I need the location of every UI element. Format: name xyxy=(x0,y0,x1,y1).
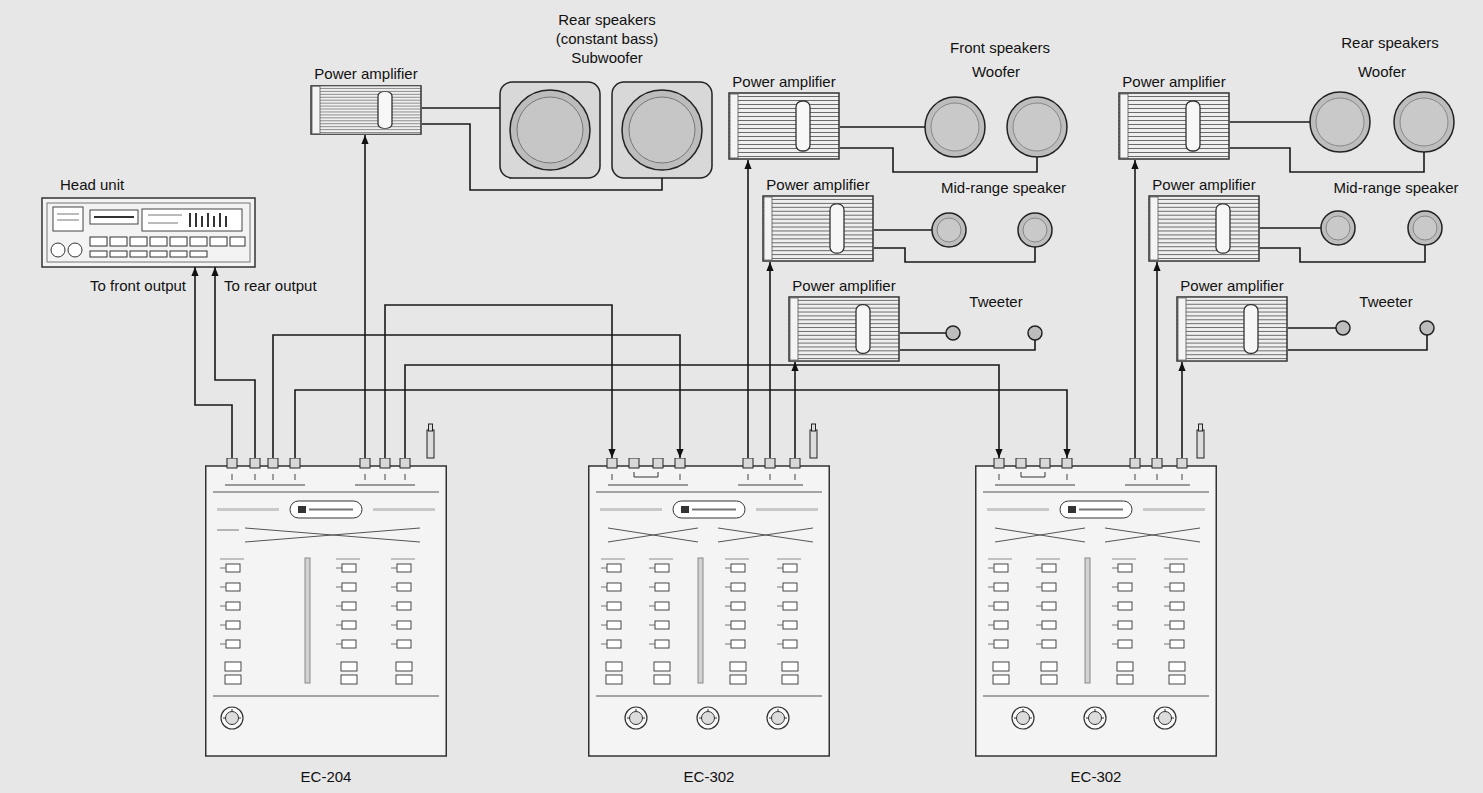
equalizer-unit: EC-302 xyxy=(588,458,830,786)
power-amplifier-drawings xyxy=(311,86,1287,361)
speaker-wire xyxy=(1288,327,1336,329)
node-label: Woofer xyxy=(972,62,1020,81)
power-amplifier: Power amplifier xyxy=(788,276,900,362)
power-amplifier: Power amplifier xyxy=(310,64,422,135)
signal-cable xyxy=(385,305,612,458)
signal-cable xyxy=(769,262,771,458)
head-unit-drawing xyxy=(42,198,255,267)
power-amplifier: Power amplifier xyxy=(728,72,840,160)
speaker-wire xyxy=(1230,121,1310,123)
node-label: Power amplifier xyxy=(1122,72,1225,91)
node-label: Power amplifier xyxy=(1180,276,1283,295)
signal-cable xyxy=(1134,160,1136,458)
speaker-wire xyxy=(1260,227,1321,229)
node-label: Power amplifier xyxy=(1152,175,1255,194)
woofer-pair: Woofer xyxy=(1310,62,1454,154)
equalizer-unit: EC-302 xyxy=(975,458,1217,786)
equalizer-unit: EC-204 xyxy=(205,458,447,786)
signal-cable xyxy=(273,335,680,458)
signal-cable xyxy=(215,267,255,458)
equalizer-panels xyxy=(206,424,1217,756)
subwoofer-pair: Rear speakers (constant bass)Subwoofer xyxy=(500,10,714,178)
signal-cable xyxy=(295,390,1067,458)
signal-cable xyxy=(1156,262,1158,458)
annotation-label: Rear speakers xyxy=(1320,33,1460,52)
annotation-label: To front output xyxy=(50,276,186,295)
woofer-pair: Woofer xyxy=(925,62,1067,157)
node-label: Head unit xyxy=(60,175,124,194)
mid-range-pair: Mid-range speaker xyxy=(1321,178,1471,247)
node-label: Subwoofer xyxy=(571,48,643,67)
power-amplifier: Power amplifier xyxy=(1148,175,1260,262)
node-label: EC-302 xyxy=(684,767,735,786)
node-label: Power amplifier xyxy=(732,72,835,91)
tweeter-pair: Tweeter xyxy=(1336,292,1436,336)
signal-cable xyxy=(195,267,232,458)
annotation-label: To rear output xyxy=(224,276,354,295)
power-amplifier: Power amplifier xyxy=(1118,72,1230,160)
power-amplifier: Power amplifier xyxy=(1176,276,1288,362)
signal-cable xyxy=(794,362,796,458)
speaker-wire xyxy=(900,332,946,334)
speaker-wire xyxy=(874,229,932,231)
node-label: EC-302 xyxy=(1071,767,1122,786)
node-label: Woofer xyxy=(1358,62,1406,81)
node-label: Power amplifier xyxy=(766,175,869,194)
speaker-drawings xyxy=(500,82,1454,340)
signal-cable xyxy=(405,365,999,458)
node-label: Mid-range speaker xyxy=(941,178,1066,197)
node-label: EC-204 xyxy=(301,767,352,786)
tweeter-pair: Tweeter xyxy=(946,292,1046,340)
signal-cable xyxy=(747,160,749,458)
node-label: Power amplifier xyxy=(792,276,895,295)
speaker-wire xyxy=(840,126,925,128)
node-label: Power amplifier xyxy=(314,64,417,83)
node-label: Rear speakers (constant bass) xyxy=(542,10,672,48)
head-unit: Head unit xyxy=(42,175,256,267)
power-amplifier: Power amplifier xyxy=(762,175,874,262)
node-label: Tweeter xyxy=(1359,292,1412,311)
signal-cable xyxy=(1181,362,1183,458)
annotation-label: Front speakers xyxy=(930,38,1070,57)
node-label: Tweeter xyxy=(969,292,1022,311)
node-label: Mid-range speaker xyxy=(1333,178,1458,197)
signal-cable xyxy=(364,135,366,458)
speaker-wire xyxy=(422,107,500,109)
mid-range-pair: Mid-range speaker xyxy=(932,178,1075,247)
speaker-return-wires xyxy=(422,124,1427,350)
